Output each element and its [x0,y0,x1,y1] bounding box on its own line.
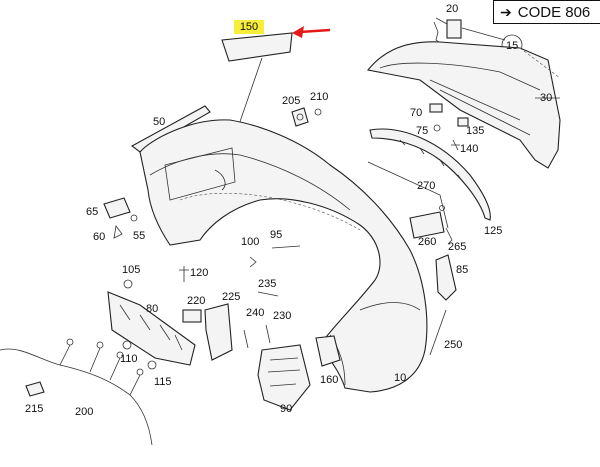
highlighted-part-number: 150 [234,20,264,34]
label-80: 80 [146,303,158,315]
label-210: 210 [310,91,328,103]
part-270-rod [367,161,449,229]
label-15: 15 [506,40,518,52]
code-label: CODE 806 [517,3,591,21]
part-265-plug [445,227,453,245]
part-85-bracket [435,254,457,301]
part-140-screw [451,139,460,151]
label-90: 90 [280,403,292,415]
label-205: 205 [282,95,300,107]
part-210-grommet [314,108,322,116]
part-70-clip [429,103,443,113]
label-140: 140 [460,143,478,155]
label-230: 230 [273,310,291,322]
label-260: 260 [418,236,436,248]
part-10-bumper-cover [139,119,428,393]
label-125: 125 [484,225,502,237]
part-220-pad [182,309,202,323]
part-55-screw [130,214,138,222]
part-90-bracket [257,344,311,411]
part-135-nut [457,117,469,127]
label-20: 20 [446,3,458,15]
label-235: 235 [258,278,276,290]
label-215: 215 [25,403,43,415]
label-10: 10 [394,372,406,384]
part-225-bracket [204,303,233,361]
label-30: 30 [540,92,552,104]
part-250-rod [429,309,447,356]
label-115: 115 [154,376,172,388]
arrow-right-icon: ➔ [500,3,512,20]
label-65: 65 [86,206,98,218]
label-220: 220 [187,295,205,307]
label-110: 110 [120,353,138,365]
part-65-bracket [103,197,131,219]
part-150-pointer-arrowhead [292,26,304,38]
label-200: 200 [75,406,93,418]
part-20-clip [433,17,462,49]
label-60: 60 [93,231,105,243]
part-150-panel [221,32,293,62]
part-160-panel [315,335,341,367]
label-95: 95 [270,229,282,241]
part-235-pin [257,291,279,297]
label-50: 50 [153,116,165,128]
part-125-trim-strip [369,128,491,221]
label-265: 265 [448,241,466,253]
label-225: 225 [222,291,240,303]
part-60-clip [113,225,123,239]
part-200-harness [0,344,153,446]
label-160: 160 [320,374,338,386]
label-105: 105 [122,264,140,276]
part-260-module [409,211,445,239]
label-75: 75 [416,125,428,137]
part-105-cap [123,279,133,289]
part-120-screw [179,266,189,282]
part-110-nut [122,340,132,350]
part-240-clip [243,329,249,349]
part-150-pointer-arrow [299,28,331,34]
part-100-washer [249,256,257,268]
part-50-strip [130,105,211,153]
part-230-clip [265,324,271,344]
label-55: 55 [133,230,145,242]
label-85: 85 [456,264,468,276]
label-135: 135 [466,125,484,137]
part-95-pin [271,245,301,249]
part-215-connector [25,381,45,397]
label-120: 120 [190,267,208,279]
label-270: 270 [417,180,435,192]
label-70: 70 [410,107,422,119]
label-240: 240 [246,307,264,319]
part-75-bolt [433,124,441,132]
label-250: 250 [444,339,462,351]
label-100: 100 [241,236,259,248]
part-30-diffuser [367,41,561,169]
part-115-nut [147,360,157,370]
part-205-bracket [291,107,309,127]
code-box: ➔ CODE 806 [493,0,600,24]
part-80-bracket [107,291,196,366]
